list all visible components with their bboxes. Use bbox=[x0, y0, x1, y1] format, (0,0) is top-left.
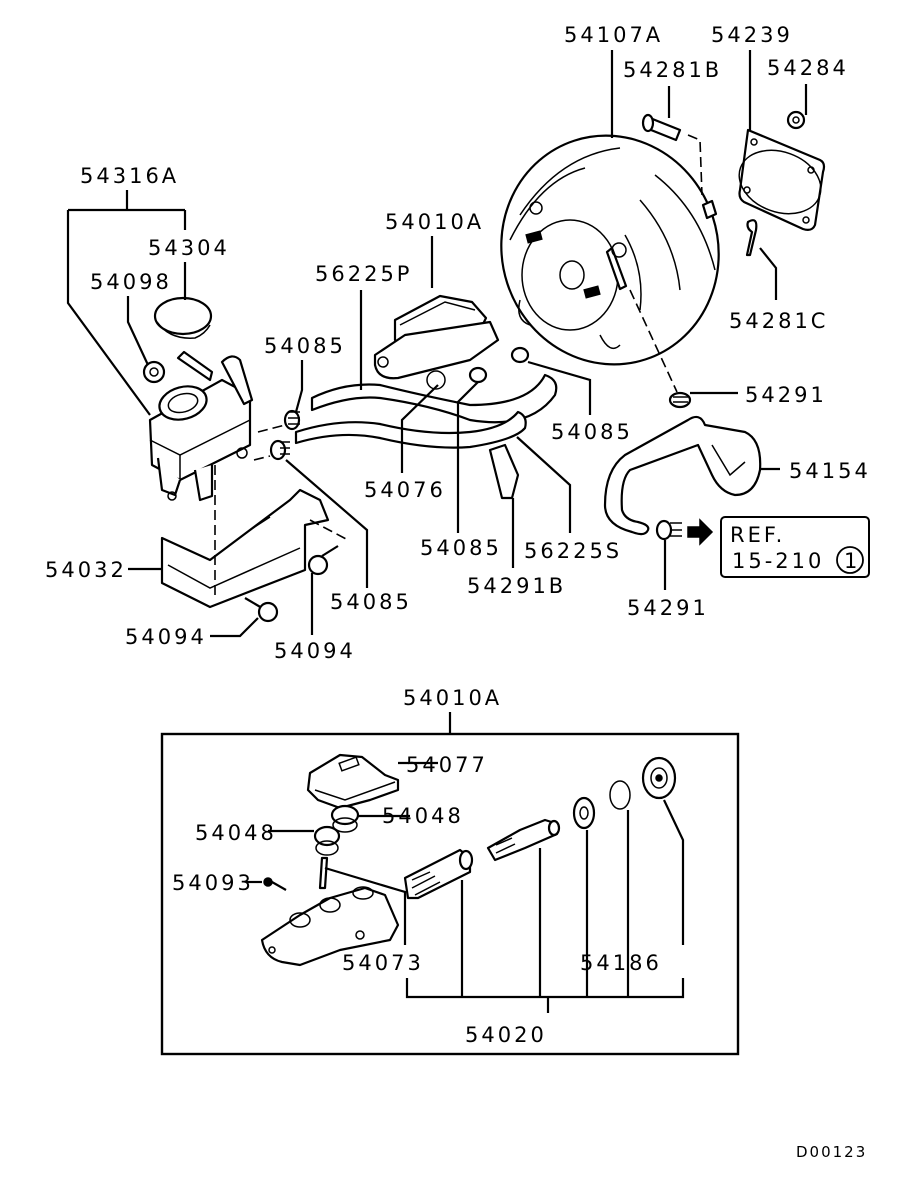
reference-circled-number: 1 bbox=[844, 549, 857, 573]
label-54085-lower-middle[interactable]: 54085 bbox=[420, 536, 502, 560]
clevis-pin-54281B[interactable] bbox=[641, 113, 682, 142]
drawing-code: D00123 bbox=[796, 1143, 867, 1161]
label-54098[interactable]: 54098 bbox=[90, 270, 172, 294]
reservoir-hose-56225P[interactable] bbox=[310, 373, 558, 424]
gasket-54239[interactable] bbox=[730, 128, 829, 231]
label-54316A[interactable]: 54316A bbox=[80, 164, 179, 188]
label-54085-lower-left[interactable]: 54085 bbox=[330, 590, 412, 614]
secondary-piston[interactable] bbox=[486, 818, 561, 862]
reference-box[interactable]: REF. 15-210 1 bbox=[720, 516, 870, 578]
label-54304[interactable]: 54304 bbox=[148, 236, 230, 260]
grommet-54098[interactable] bbox=[142, 360, 166, 384]
grommet-54048-right[interactable] bbox=[330, 804, 360, 833]
label-54077[interactable]: 54077 bbox=[406, 753, 488, 777]
label-54048-left[interactable]: 54048 bbox=[195, 821, 277, 845]
hose-clamp-54085-lower[interactable] bbox=[269, 439, 290, 461]
leader-lines-inset bbox=[246, 761, 685, 1013]
vacuum-hose-54154[interactable] bbox=[603, 415, 762, 536]
circled-number-badge bbox=[836, 546, 864, 574]
hose-clamp-54291-lower[interactable] bbox=[655, 519, 682, 541]
hose-clamp-54085-upper[interactable] bbox=[283, 409, 301, 431]
hose-clamp-54085-mid[interactable] bbox=[468, 366, 488, 384]
label-54073[interactable]: 54073 bbox=[342, 951, 424, 975]
master-cylinder-breakdown-box bbox=[160, 712, 740, 1056]
seal-54186[interactable] bbox=[641, 756, 677, 800]
label-54291-lower[interactable]: 54291 bbox=[627, 596, 709, 620]
bolt-54094-left[interactable] bbox=[244, 597, 279, 623]
part-labels: 54107A 54239 54281B 54284 54281C 54316A … bbox=[45, 23, 871, 1161]
master-cylinder-top[interactable] bbox=[373, 294, 500, 390]
roll-pin[interactable] bbox=[318, 856, 329, 890]
reference-arrow-icon bbox=[687, 518, 714, 546]
snap-ring[interactable] bbox=[609, 780, 631, 810]
label-54093[interactable]: 54093 bbox=[172, 871, 254, 895]
label-54239[interactable]: 54239 bbox=[711, 23, 793, 47]
label-54094-left[interactable]: 54094 bbox=[125, 625, 207, 649]
reference-line1: REF. bbox=[730, 523, 785, 547]
label-54010A-top[interactable]: 54010A bbox=[385, 210, 484, 234]
label-54048-right[interactable]: 54048 bbox=[382, 804, 464, 828]
reference-line2: 15-210 bbox=[732, 549, 824, 573]
label-54291B[interactable]: 54291B bbox=[467, 574, 566, 598]
master-cylinder-body-54073[interactable] bbox=[260, 886, 400, 967]
label-54020[interactable]: 54020 bbox=[465, 1023, 547, 1047]
label-54186[interactable]: 54186 bbox=[580, 951, 662, 975]
bolt-54094-right[interactable] bbox=[307, 545, 339, 576]
label-54010A-box[interactable]: 54010A bbox=[403, 686, 502, 710]
label-54085-upper-left[interactable]: 54085 bbox=[264, 334, 346, 358]
label-54107A[interactable]: 54107A bbox=[564, 23, 663, 47]
snap-pin-54281C[interactable] bbox=[745, 219, 758, 257]
label-54281B[interactable]: 54281B bbox=[623, 58, 722, 82]
label-54281C[interactable]: 54281C bbox=[729, 309, 828, 333]
reservoir-cap-54304[interactable] bbox=[153, 296, 213, 339]
label-54032[interactable]: 54032 bbox=[45, 558, 127, 582]
hose-clamp-54291-upper[interactable] bbox=[668, 391, 692, 409]
leader-lines-top bbox=[66, 50, 808, 638]
reservoir-cover-54077[interactable] bbox=[306, 753, 400, 810]
label-54154[interactable]: 54154 bbox=[789, 459, 871, 483]
primary-piston[interactable] bbox=[403, 848, 474, 900]
label-56225S[interactable]: 56225S bbox=[524, 539, 622, 563]
nut-54284[interactable] bbox=[786, 110, 806, 130]
hose-clamp-54085-booster[interactable] bbox=[510, 346, 530, 364]
piston-cup-seal[interactable] bbox=[572, 796, 596, 830]
label-56225P[interactable]: 56225P bbox=[315, 262, 412, 286]
label-54076[interactable]: 54076 bbox=[364, 478, 446, 502]
screw-54093[interactable] bbox=[263, 877, 287, 891]
reservoir-hose-56225S[interactable] bbox=[294, 410, 527, 449]
label-54094-right[interactable]: 54094 bbox=[274, 639, 356, 663]
grommet-54048-left[interactable] bbox=[313, 825, 341, 856]
hose-clip-54291B[interactable] bbox=[488, 443, 520, 500]
label-54085-booster[interactable]: 54085 bbox=[551, 420, 633, 444]
label-54291-upper[interactable]: 54291 bbox=[745, 383, 827, 407]
reservoir-tank[interactable] bbox=[148, 350, 254, 502]
label-54284[interactable]: 54284 bbox=[767, 56, 849, 80]
brake-booster[interactable] bbox=[472, 107, 749, 392]
reservoir-bracket-54032[interactable] bbox=[160, 488, 330, 609]
